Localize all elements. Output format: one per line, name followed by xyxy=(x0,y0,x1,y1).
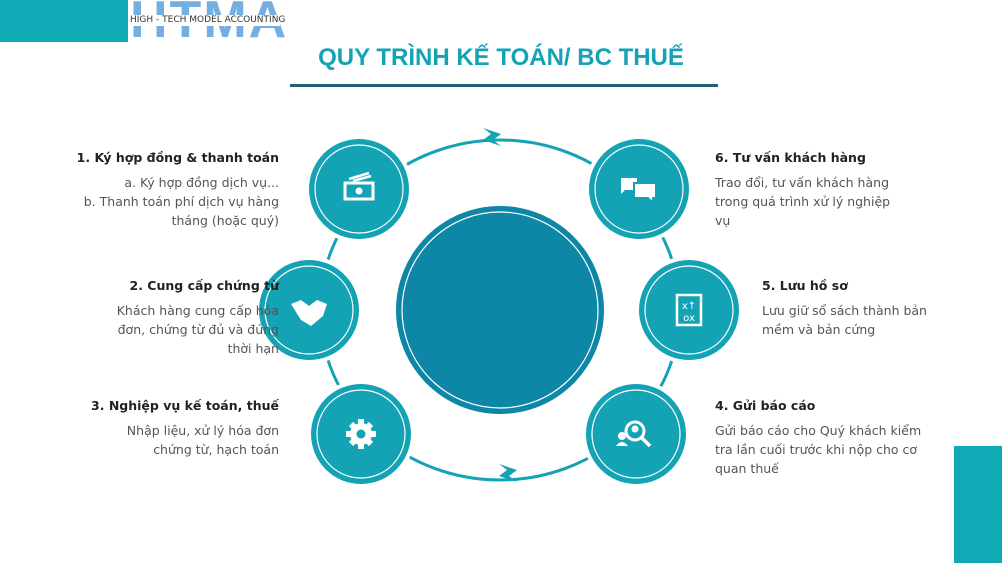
step-text: trong quá trình xử lý nghiệp xyxy=(715,194,891,209)
money-icon xyxy=(343,171,375,201)
svg-text:x↑: x↑ xyxy=(682,301,696,312)
step-title: 5. Lưu hồ sơ xyxy=(762,278,848,293)
step-node-2 xyxy=(255,256,363,364)
step-text: tra lần cuối trước khi nộp cho cơ xyxy=(715,442,918,457)
step-node-6 xyxy=(585,135,693,243)
header-accent-bar xyxy=(0,0,128,42)
step-text: b. Thanh toán phí dịch vụ hàng xyxy=(83,194,279,209)
step-title: 2. Cung cấp chứng từ xyxy=(129,278,280,293)
step-node-5: x↑ox xyxy=(635,256,743,364)
step-text: vụ xyxy=(715,213,731,228)
arrow-right-icon xyxy=(499,464,517,482)
step-4: 4. Gửi báo cáo Gửi báo cáo cho Quý khách… xyxy=(715,396,921,478)
center-circle xyxy=(396,206,604,414)
step-text: Nhập liệu, xử lý hóa đơn xyxy=(126,423,279,438)
step-text: Lưu giữ sổ sách thành bản xyxy=(762,303,927,318)
logo: HTMA HIGH - TECH MODEL ACCOUNTING xyxy=(130,0,286,46)
search-user-icon xyxy=(616,420,652,448)
step-2: 2. Cung cấp chứng từ Khách hàng cung cấp… xyxy=(117,276,279,358)
step-title: 1. Ký hợp đồng & thanh toán xyxy=(76,150,279,165)
gear-icon xyxy=(346,419,376,449)
step-title: 6. Tư vấn khách hàng xyxy=(715,150,866,165)
chat-bubbles-icon xyxy=(621,178,657,206)
corner-accent-block xyxy=(954,446,1002,563)
logo-tagline: HIGH - TECH MODEL ACCOUNTING xyxy=(130,15,286,26)
step-text: Khách hàng cung cấp hóa xyxy=(116,303,279,318)
step-text: a. Ký hợp đồng dịch vụ... xyxy=(124,175,279,190)
step-text: tháng (hoặc quý) xyxy=(171,213,279,228)
step-text: đơn, chứng từ đủ và đúng xyxy=(117,322,279,337)
handshake-icon xyxy=(291,300,327,326)
step-title: 4. Gửi báo cáo xyxy=(715,398,816,413)
title-underline xyxy=(290,84,718,87)
step-node-3 xyxy=(307,380,415,488)
step-5: 5. Lưu hồ sơ Lưu giữ sổ sách thành bản mề… xyxy=(762,276,927,339)
step-text: Trao đổi, tư vấn khách hàng xyxy=(715,175,889,190)
page-title: QUY TRÌNH KẾ TOÁN/ BC THUẾ xyxy=(318,44,684,71)
step-title: 3. Nghiệp vụ kế toán, thuế xyxy=(91,398,279,413)
strategy-board-icon: x↑ox xyxy=(675,293,703,327)
step-text: Gửi báo cáo cho Quý khách kiểm xyxy=(715,423,922,438)
arrow-left-icon xyxy=(483,128,501,146)
step-text: chứng từ, hạch toán xyxy=(153,442,279,457)
step-3: 3. Nghiệp vụ kế toán, thuế Nhập liệu, xử… xyxy=(91,396,279,459)
svg-text:ox: ox xyxy=(683,313,695,324)
step-text: quan thuế xyxy=(715,461,779,476)
step-text: mềm và bản cứng xyxy=(762,322,876,337)
step-node-1 xyxy=(305,135,413,243)
step-text: thời hạn xyxy=(227,341,279,356)
step-node-4 xyxy=(582,380,690,488)
step-1: 1. Ký hợp đồng & thanh toán a. Ký hợp đồ… xyxy=(77,148,279,230)
step-6: 6. Tư vấn khách hàng Trao đổi, tư vấn kh… xyxy=(715,148,890,230)
